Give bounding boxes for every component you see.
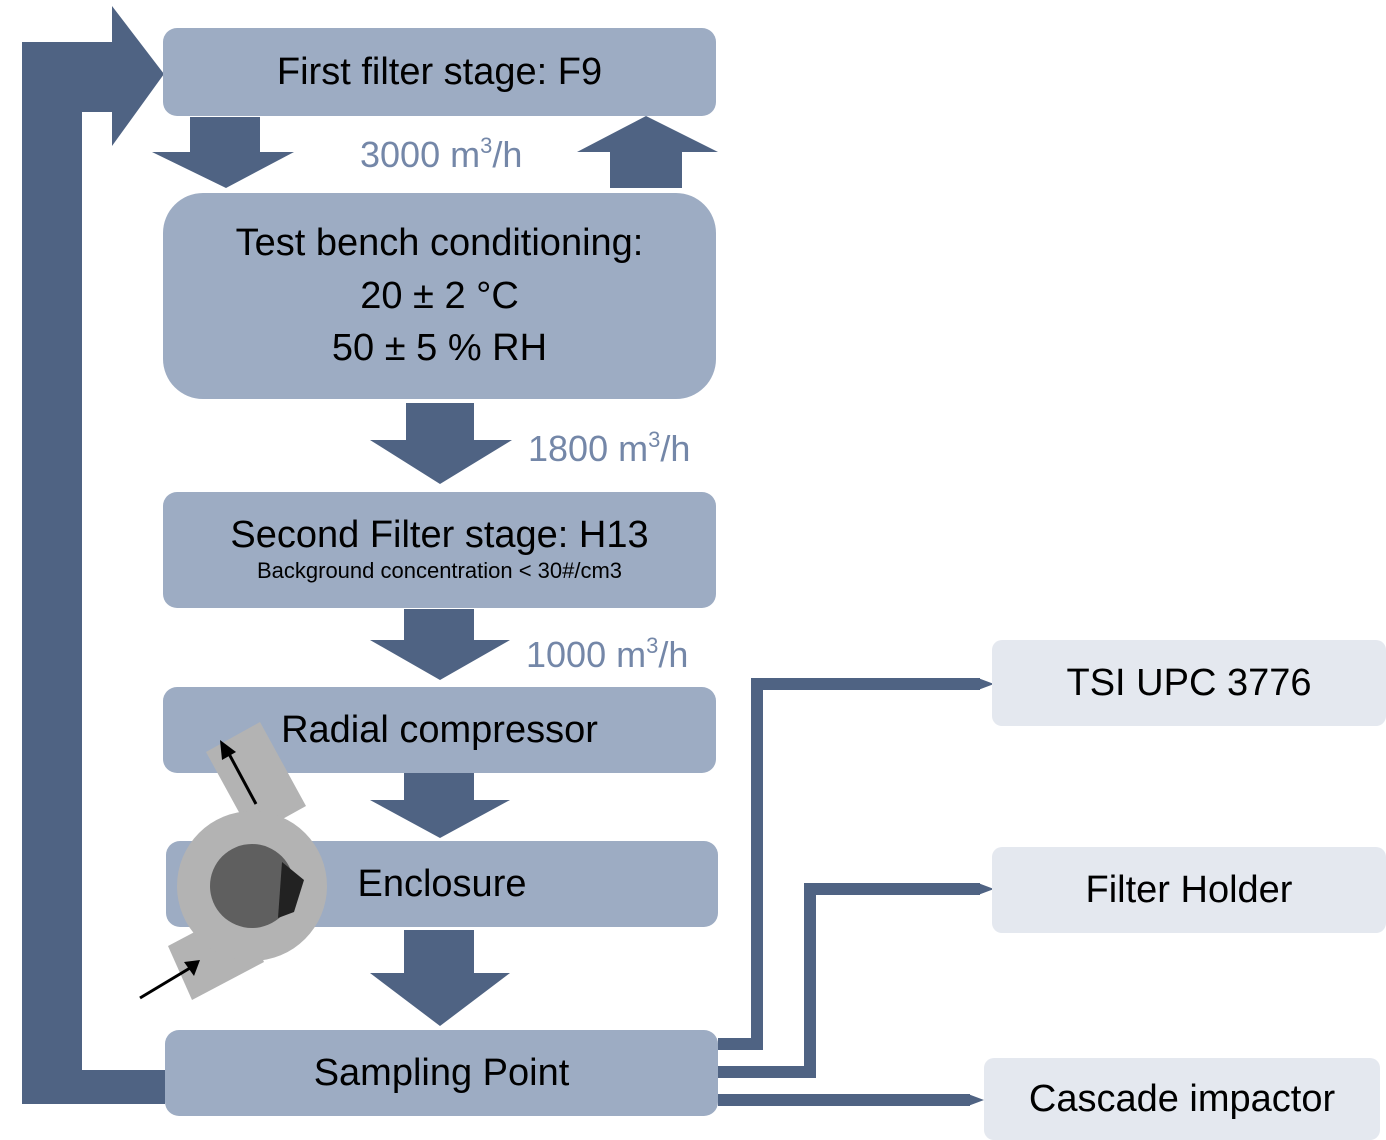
tsi-upc-label: TSI UPC 3776 <box>1066 662 1312 704</box>
down-arrow-4 <box>370 768 510 838</box>
second-filter-stage-label: Second Filter stage: H13 <box>230 513 649 556</box>
conditioning-temperature: 20 ± 2 °C <box>360 274 519 317</box>
flow-rate-1800: 1800 m3/h <box>528 427 691 469</box>
conditioning-box: Test bench conditioning: 20 ± 2 °C 50 ± … <box>163 193 716 399</box>
filter-holder-label: Filter Holder <box>1085 869 1293 911</box>
sampling-point-label: Sampling Point <box>313 1052 570 1094</box>
down-arrow-2 <box>370 403 512 484</box>
sampling-point-box: Sampling Point <box>165 1030 718 1116</box>
fan-hub <box>210 844 294 928</box>
first-filter-stage-label: First filter stage: F9 <box>276 51 603 93</box>
up-arrow-1 <box>577 116 718 188</box>
sampling-line-tsi <box>718 678 994 1050</box>
down-arrow-3 <box>370 609 510 680</box>
down-arrow-1 <box>152 117 294 188</box>
enclosure-label: Enclosure <box>357 863 527 905</box>
tsi-upc-box: TSI UPC 3776 <box>992 640 1386 726</box>
second-filter-stage-box: Second Filter stage: H13 Background conc… <box>163 492 716 608</box>
radial-compressor-label: Radial compressor <box>281 709 598 751</box>
flow-rate-1000: 1000 m3/h <box>526 633 689 675</box>
down-arrow-5 <box>370 930 510 1026</box>
sampling-line-impactor <box>718 1094 984 1106</box>
flow-rate-3000: 3000 m3/h <box>360 133 523 175</box>
inlet-flow-arrow-icon <box>139 960 200 1000</box>
cascade-impactor-label: Cascade impactor <box>1028 1078 1336 1120</box>
first-filter-stage-box: First filter stage: F9 <box>163 28 716 116</box>
cascade-impactor-box: Cascade impactor <box>984 1058 1380 1140</box>
outlet-flow-arrow-icon <box>220 740 258 805</box>
filter-holder-box: Filter Holder <box>992 847 1386 933</box>
conditioning-humidity: 50 ± 5 % RH <box>331 327 548 370</box>
fan-blade <box>278 862 304 918</box>
conditioning-title: Test bench conditioning: <box>235 222 644 265</box>
return-loop-arrow <box>22 6 165 1104</box>
sampling-line-filter-holder <box>718 883 994 1078</box>
background-concentration-note: Background concentration < 30#/cm3 <box>256 557 623 583</box>
